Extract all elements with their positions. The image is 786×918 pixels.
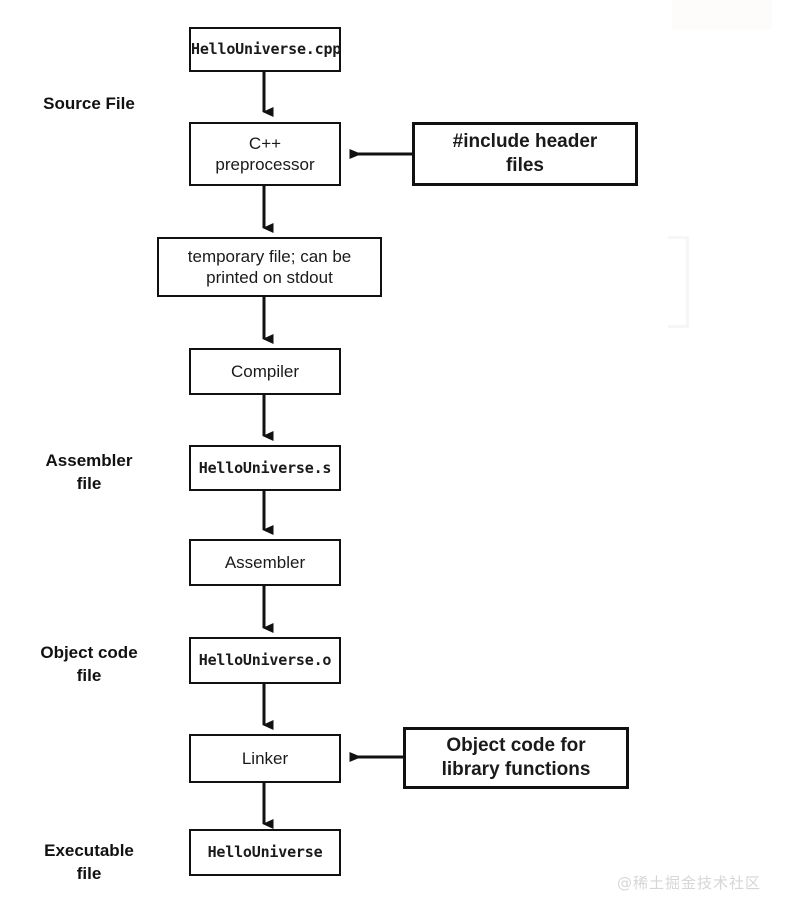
node-hellouniverse-s-label: HelloUniverse.s — [198, 458, 332, 477]
node-temporary-file[interactable]: temporary file; can be printed on stdout — [157, 237, 382, 297]
node-hellouniverse-o[interactable]: HelloUniverse.o — [189, 637, 341, 684]
node-object-code-library-label: Object code for library functions — [441, 735, 591, 780]
node-cpp-preprocessor-label: C++ preprocessor — [215, 133, 315, 174]
node-hellouniverse[interactable]: HelloUniverse — [189, 829, 341, 876]
node-linker[interactable]: Linker — [189, 734, 341, 783]
node-hellouniverse-o-label: HelloUniverse.o — [198, 651, 332, 670]
node-include-header-files[interactable]: #include header files — [412, 122, 638, 186]
node-temporary-file-label: temporary file; can be printed on stdout — [187, 246, 352, 287]
node-assembler-label: Assembler — [224, 552, 306, 572]
watermark: @稀土掘金技术社区 — [617, 874, 762, 892]
stage-label-executable-file: Executable file — [44, 841, 134, 883]
node-cpp-preprocessor[interactable]: C++ preprocessor — [189, 122, 341, 186]
stage-label-object-code-file: Object code file — [40, 643, 138, 685]
node-include-header-files-label: #include header files — [452, 131, 598, 176]
stage-label-source-file: Source File — [43, 94, 135, 113]
node-hellouniverse-s[interactable]: HelloUniverse.s — [189, 445, 341, 491]
node-hellouniverse-cpp-label: HelloUniverse.cpp — [191, 40, 342, 59]
stage-label-assembler-file: Assembler file — [45, 451, 133, 493]
node-object-code-library[interactable]: Object code for library functions — [403, 727, 629, 789]
node-hellouniverse-cpp[interactable]: HelloUniverse.cpp — [189, 27, 341, 72]
node-linker-label: Linker — [241, 748, 289, 768]
node-compiler[interactable]: Compiler — [189, 348, 341, 395]
node-compiler-label: Compiler — [230, 361, 300, 381]
node-hellouniverse-label: HelloUniverse — [207, 843, 323, 862]
node-assembler[interactable]: Assembler — [189, 539, 341, 586]
